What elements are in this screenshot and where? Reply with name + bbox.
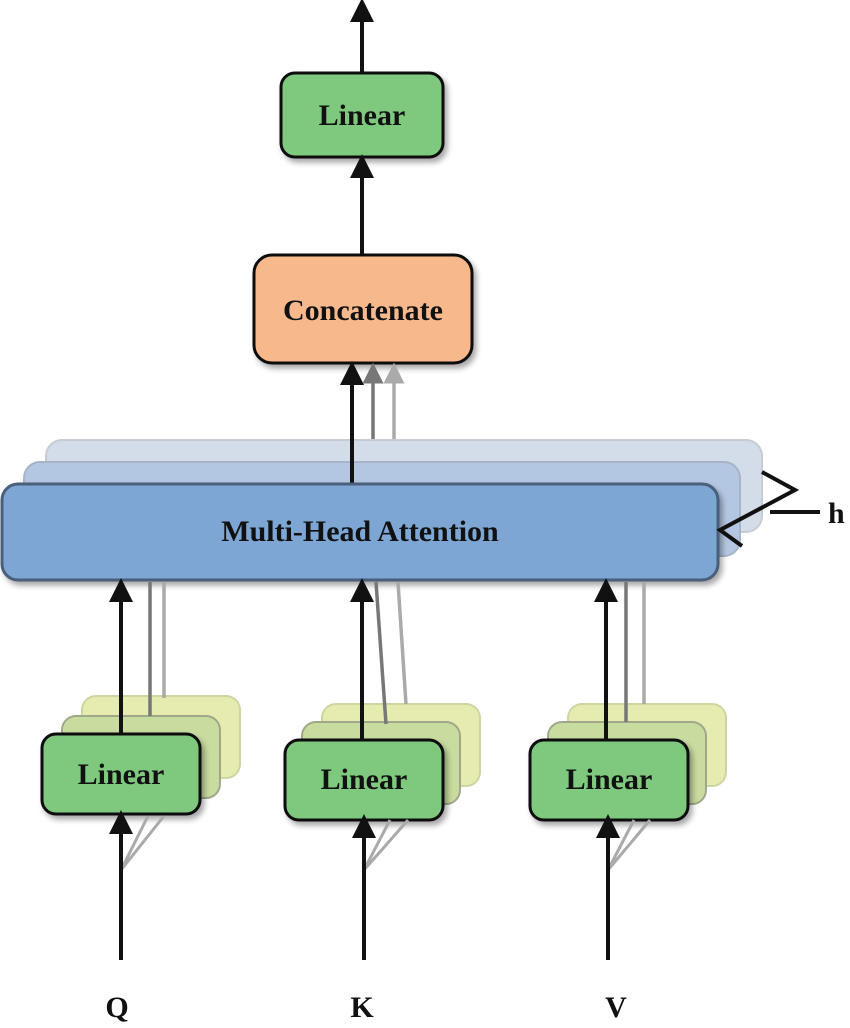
- multi-head-attention-label: Multi-Head Attention: [221, 515, 499, 548]
- multi-head-attention-stack: Multi-Head Attention: [0, 361, 763, 582]
- concatenate-block: Concatenate: [252, 253, 474, 365]
- k-input-label: K: [350, 991, 374, 1024]
- k-input-fan: [362, 819, 410, 871]
- k-linear-to-attention-back-2: [396, 581, 408, 705]
- output-linear-block: Linear: [279, 71, 445, 159]
- v-input-fan: [606, 819, 652, 871]
- q-branch: Linear Q: [40, 578, 241, 1024]
- v-input-label: V: [605, 991, 627, 1024]
- v-branch: Linear V: [528, 578, 727, 1024]
- concatenate-label: Concatenate: [283, 294, 443, 327]
- heads-count-label: h: [828, 497, 845, 530]
- heads-brace: h: [716, 470, 845, 548]
- output-linear-label: Linear: [319, 99, 406, 132]
- q-input-fan: [119, 815, 166, 871]
- k-linear-label: Linear: [321, 763, 408, 796]
- k-linear-to-attention-back-1: [374, 581, 388, 725]
- k-branch: Linear K: [283, 578, 481, 1024]
- heads-brace-line: [716, 470, 800, 548]
- v-linear-label: Linear: [566, 763, 653, 796]
- q-input-label: Q: [105, 991, 128, 1024]
- q-linear-label: Linear: [78, 758, 165, 791]
